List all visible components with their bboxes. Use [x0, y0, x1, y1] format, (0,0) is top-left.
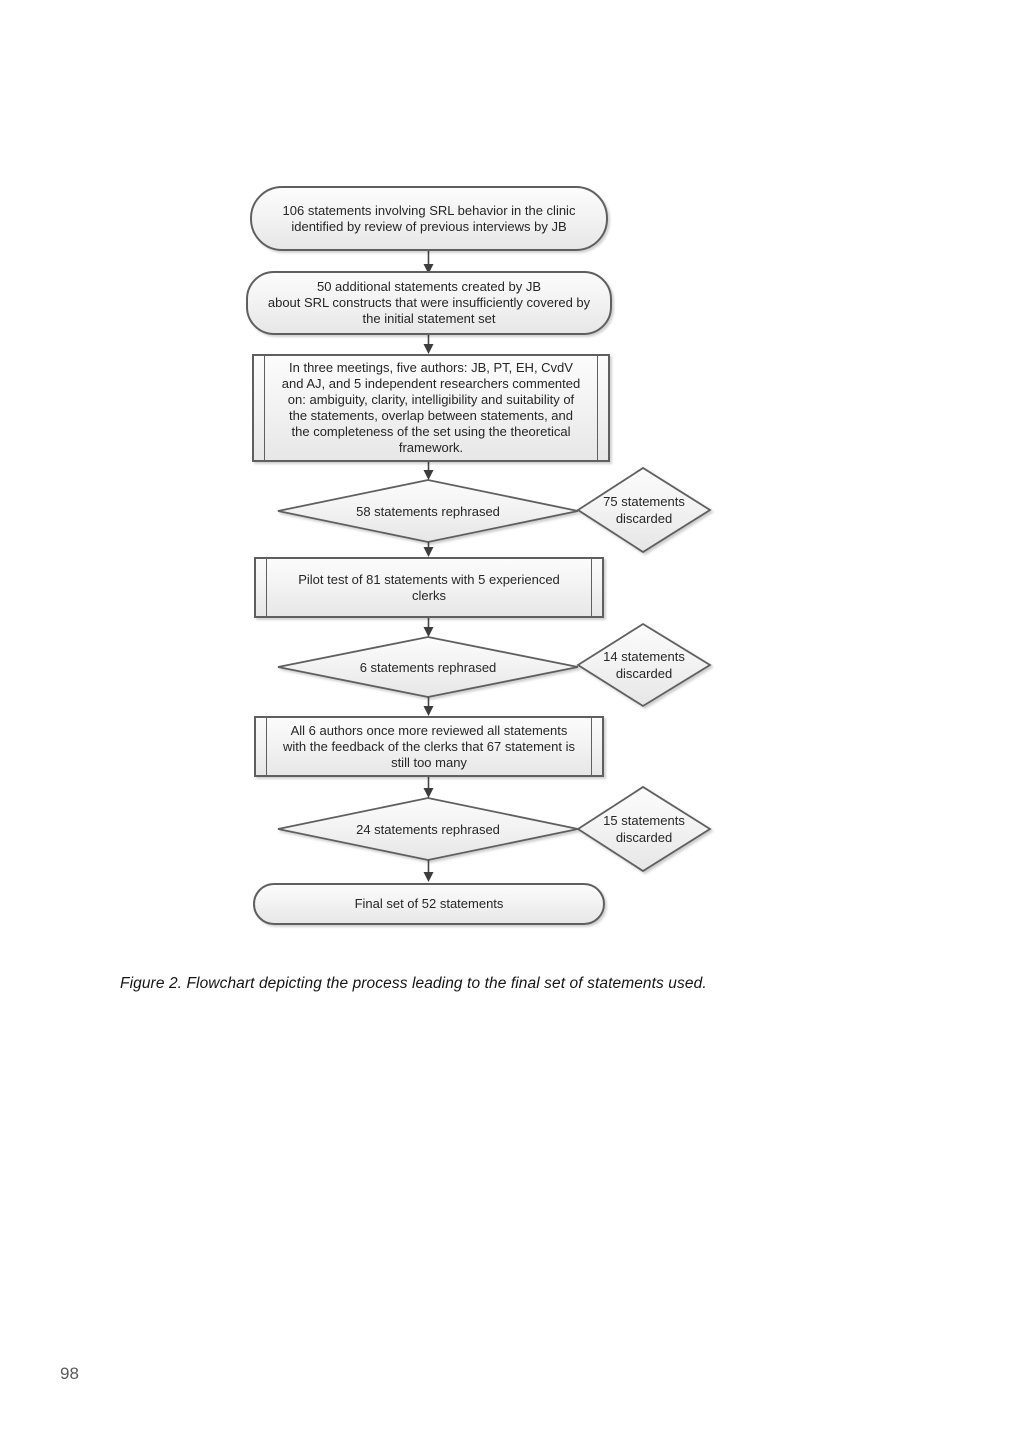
figure-caption: Figure 2. Flowchart depicting the proces… [120, 975, 707, 992]
side-diamond-discarded-75 [576, 466, 712, 554]
node-final-review: All 6 authors once more reviewed all sta… [254, 716, 604, 777]
node-final-set-label: Final set of 52 statements [354, 896, 504, 911]
decision-diamond-rephrased-24 [277, 797, 579, 861]
node-final-set: Final set of 52 statements [253, 883, 605, 925]
page-number: 98 [60, 1364, 79, 1383]
node-additional-statements: 50 additional statements created by JB a… [246, 271, 612, 335]
node-additional-statements-label: 50 additional statements created by JB a… [267, 279, 591, 326]
node-initial-statements: 106 statements involving SRL behavior in… [250, 186, 608, 251]
node-initial-statements-label: 106 statements involving SRL behavior in… [282, 202, 576, 234]
arrow-pilot-to-rephrased6 [423, 618, 434, 637]
node-author-meetings: In three meetings, five authors: JB, PT,… [252, 354, 610, 462]
arrow-review-to-rephrased24 [423, 777, 434, 798]
side-diamond-discarded-14 [576, 622, 712, 708]
arrow-initial-to-additional [423, 251, 434, 274]
node-pilot-test-label: Pilot test of 81 statements with 5 exper… [298, 571, 560, 603]
node-final-review-label: All 6 authors once more reviewed all sta… [283, 722, 575, 770]
side-diamond-discarded-15 [576, 785, 712, 873]
arrow-rephrased6-to-review [423, 697, 434, 716]
node-author-meetings-label: In three meetings, five authors: JB, PT,… [281, 360, 581, 455]
arrow-additional-to-meetings [423, 335, 434, 354]
node-pilot-test: Pilot test of 81 statements with 5 exper… [254, 557, 604, 618]
arrow-rephrased58-to-pilot [423, 542, 434, 557]
decision-diamond-rephrased-58 [277, 479, 579, 543]
arrow-rephrased24-to-final [423, 860, 434, 882]
arrow-meetings-to-rephrased58 [423, 462, 434, 480]
decision-diamond-rephrased-6 [277, 636, 579, 698]
